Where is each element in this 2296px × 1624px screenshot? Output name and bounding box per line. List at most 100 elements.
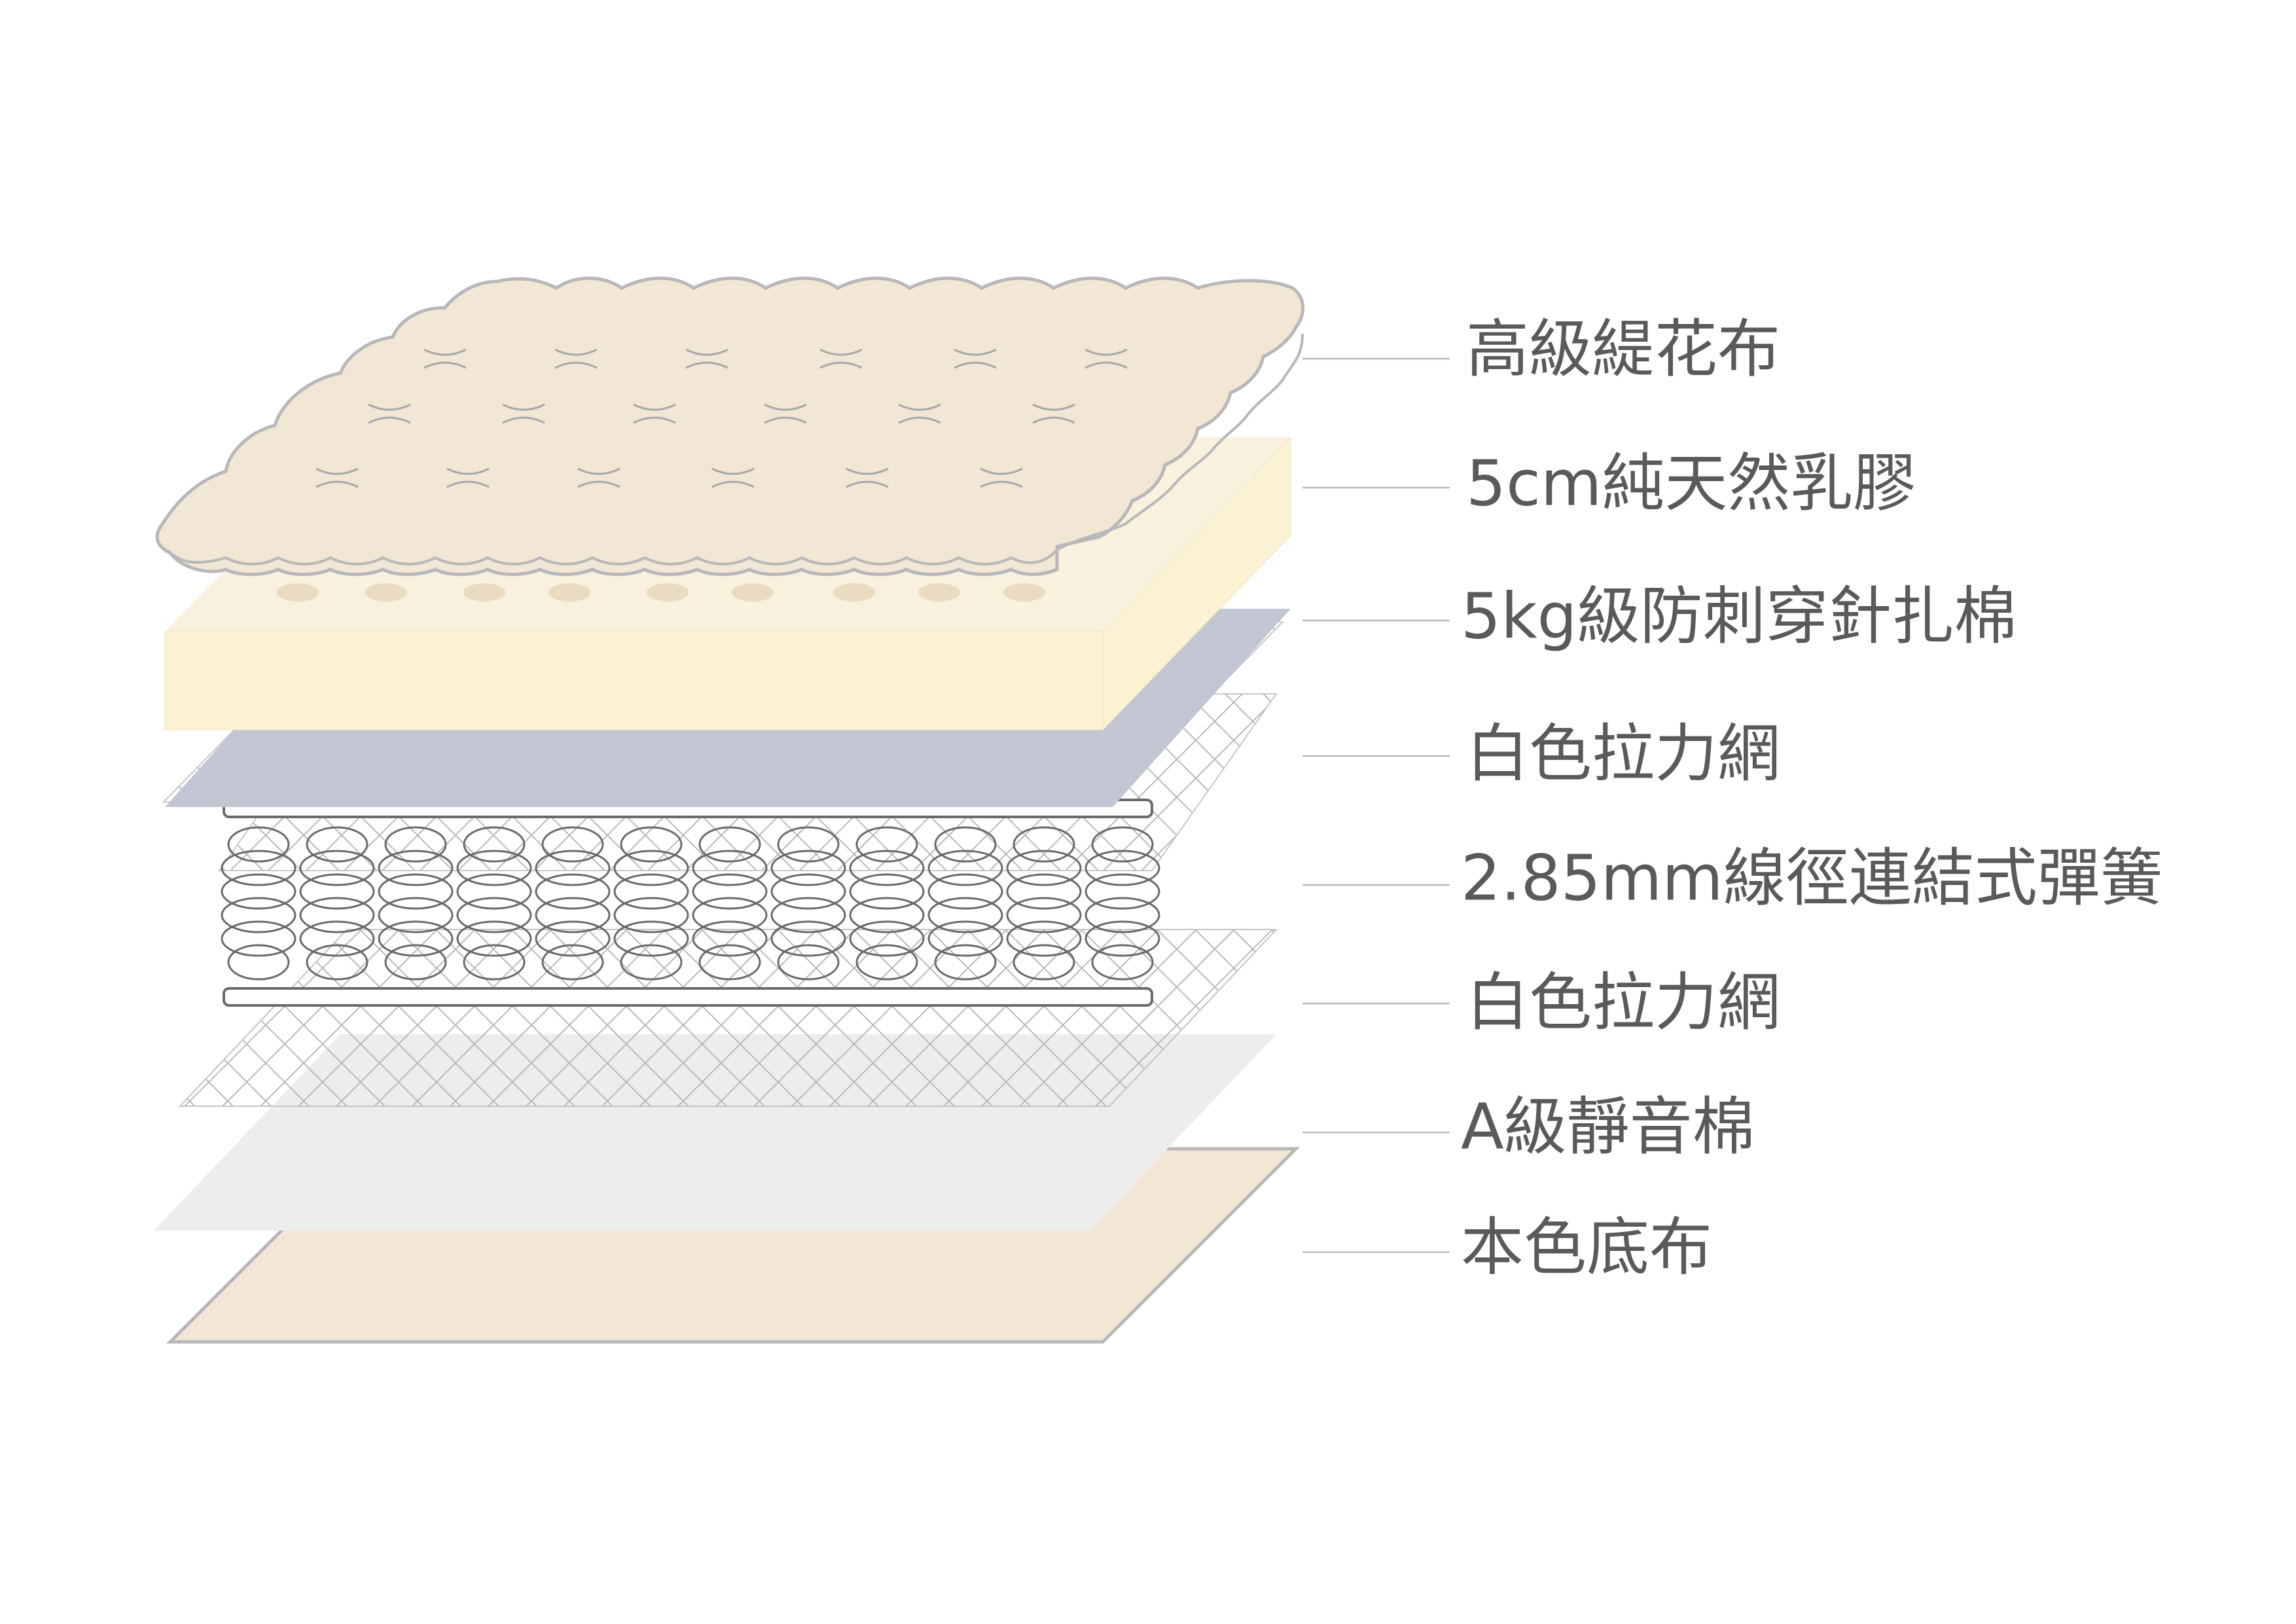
spring-coil-turn [378, 850, 454, 886]
quilt-stitch [502, 403, 545, 424]
spring-coil-turn [456, 850, 532, 886]
latex-ventilation-holes [277, 583, 1045, 602]
spring-bottom-border-rod [223, 987, 1153, 1007]
spring-coil-turn [456, 920, 532, 957]
latex-hole [463, 583, 505, 602]
label-latex: 5cm純天然乳膠 [1466, 446, 1916, 520]
spring-coil-turn [849, 850, 925, 886]
quilted-top-panel [155, 276, 1305, 576]
spring-coil-turn [934, 944, 997, 981]
spring-coil-turn [613, 873, 689, 910]
spring-coil-turn [535, 873, 611, 910]
spring-coil-turn [378, 920, 454, 957]
spring-coil-turn [620, 826, 683, 863]
label-felt: 5kg級防刺穿針扎棉 [1461, 579, 2017, 653]
label-mesh-bottom: 白色拉力網 [1466, 965, 1780, 1039]
label-base-fabric: 本色底布 [1461, 1210, 1712, 1284]
leader-lines [1302, 357, 1450, 1254]
spring-coil-turn [384, 944, 447, 981]
spring-coil-turn [456, 873, 532, 910]
label-silent-pad: A級靜音棉 [1461, 1090, 1755, 1163]
latex-side-face [1102, 436, 1291, 731]
spring-coil-turn [535, 850, 611, 886]
label-mesh-top: 白色拉力網 [1466, 717, 1780, 790]
spring-coil-turn [698, 826, 761, 863]
latex-hole [833, 583, 875, 602]
spring-coil-turn [1013, 826, 1075, 863]
spring-coil-turn [692, 897, 768, 933]
quilt-stitch [764, 403, 807, 424]
spring-coil-turn [777, 826, 840, 863]
spring-coil-turn [299, 873, 375, 910]
spring-coil-turn [541, 944, 604, 981]
quilt-stitch [1085, 348, 1128, 369]
spring-coil-turn [299, 920, 375, 957]
spring-coil-turn [777, 944, 840, 981]
latex-hole [918, 583, 960, 602]
quilt-stitch [368, 403, 411, 424]
quilt-stitch [423, 348, 467, 369]
spring-coil-turn [1091, 826, 1154, 863]
quilt-stitch [1032, 403, 1075, 424]
latex-hole [732, 583, 774, 602]
quilt-stitch [711, 467, 755, 488]
spring-coil-turn [613, 897, 689, 933]
quilt-stitch [554, 348, 598, 369]
quilt-stitch [954, 348, 997, 369]
spring-coil-turn [1013, 944, 1075, 981]
quilt-stitch [898, 403, 941, 424]
latex-hole [277, 583, 319, 602]
spring-coil-turn [221, 897, 296, 933]
latex-hole [647, 583, 689, 602]
spring-coil-turn [927, 873, 1003, 910]
spring-coil-turn [927, 897, 1003, 933]
spring-coil-turn [849, 873, 925, 910]
spring-coil-turn [1085, 850, 1160, 886]
spring-coil-turn [613, 920, 689, 957]
quilt-stitch [685, 348, 728, 369]
layer-top-fabric [155, 276, 1305, 576]
spring-coil-turn [227, 826, 290, 863]
spring-coil-turn [770, 850, 846, 886]
spring-coil-turn [849, 920, 925, 957]
spring-coil-turn [221, 873, 296, 910]
spring-coil-turn [849, 897, 925, 933]
quilt-stitch [633, 403, 676, 424]
spring-coil-turn [378, 873, 454, 910]
quilt-scalloped-edge [166, 333, 1304, 566]
quilt-stitch [577, 467, 620, 488]
spring-coil-turn [692, 920, 768, 957]
spring-coil-turn [1085, 920, 1160, 957]
spring-coil-turn [306, 826, 368, 863]
spring-coil-turn [535, 920, 611, 957]
spring-coil-turn [927, 920, 1003, 957]
spring-coil-turn [306, 944, 368, 981]
spring-coil-turn [770, 873, 846, 910]
spring-coil-turn [620, 944, 683, 981]
spring-coil-turn [934, 826, 997, 863]
spring-coil-turn [692, 850, 768, 886]
spring-coil-turn [1085, 873, 1160, 910]
latex-front-face [164, 631, 1103, 731]
spring-coil-turn [692, 873, 768, 910]
spring-coil-turn [1085, 897, 1160, 933]
quilt-stitch [846, 467, 889, 488]
spring-coil-turn [221, 920, 296, 957]
spring-coil-turn [770, 897, 846, 933]
spring-coil-turn [541, 826, 604, 863]
spring-coil-turn [927, 850, 1003, 886]
spring-coil-turn [1091, 944, 1154, 981]
quilt-stitch-marks [315, 348, 1128, 488]
label-springs: 2.85mm線徑連結式彈簧 [1461, 841, 2163, 914]
spring-coil-turn [456, 897, 532, 933]
latex-hole [548, 583, 590, 602]
spring-coils [221, 826, 1160, 981]
spring-coil-turn [227, 944, 290, 981]
latex-hole [365, 583, 407, 602]
layer-labels: 高級緹花布 5cm純天然乳膠 5kg級防刺穿針扎棉 白色拉力網 2.85mm線徑… [1461, 312, 2163, 1284]
spring-coil-turn [378, 897, 454, 933]
spring-coil-turn [1006, 873, 1082, 910]
spring-coil-turn [463, 944, 526, 981]
spring-coil-turn [855, 826, 918, 863]
